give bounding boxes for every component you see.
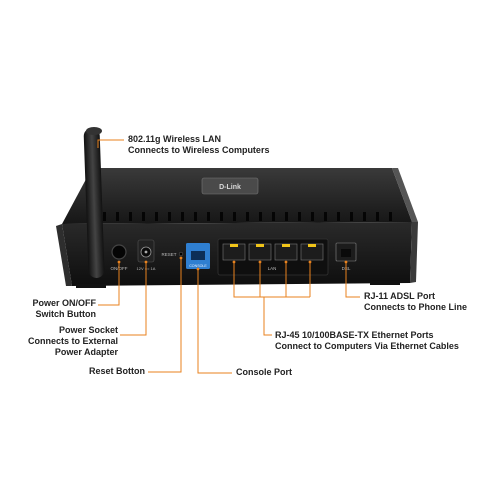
ethernet-label: RJ-45 10/100BASE-TX Ethernet Ports Conne… <box>275 330 459 351</box>
router-top-surface <box>62 168 412 224</box>
power-socket-label: Power Socket Connects to External Power … <box>27 325 118 357</box>
reset-label: Reset Botton <box>89 366 145 376</box>
antenna <box>83 128 105 278</box>
power-switch-label: Power ON/OFF Switch Button <box>32 298 96 319</box>
power-socket-callout-line <box>120 262 147 336</box>
reset-callout-line <box>148 258 182 373</box>
wireless-label: 802.11g Wireless LAN Connects to Wireles… <box>128 134 270 155</box>
adsl-label: RJ-11 ADSL Port Connects to Phone Line <box>364 291 468 312</box>
lan-port-block <box>217 238 329 276</box>
lan-ports <box>222 243 324 261</box>
reset-hole <box>178 251 184 257</box>
logo-text: D-Link <box>219 184 241 191</box>
power-switch-callout-line <box>98 262 120 306</box>
logo-plate <box>201 177 259 195</box>
console-label: Console Port <box>236 367 293 377</box>
ethernet-callout-drop <box>263 297 272 336</box>
callout-lines <box>97 139 360 374</box>
svg-text:LAN: LAN <box>268 266 277 271</box>
adsl-callout-line <box>345 262 360 298</box>
wireless-callout-line <box>97 139 124 148</box>
svg-text:RESET: RESET <box>161 252 176 257</box>
svg-text:CONSOLE: CONSOLE <box>189 264 207 268</box>
ethernet-callout-line <box>233 262 310 298</box>
vent-slots <box>90 212 392 221</box>
console-callout-line <box>197 269 232 374</box>
power-switch-port <box>111 244 127 260</box>
